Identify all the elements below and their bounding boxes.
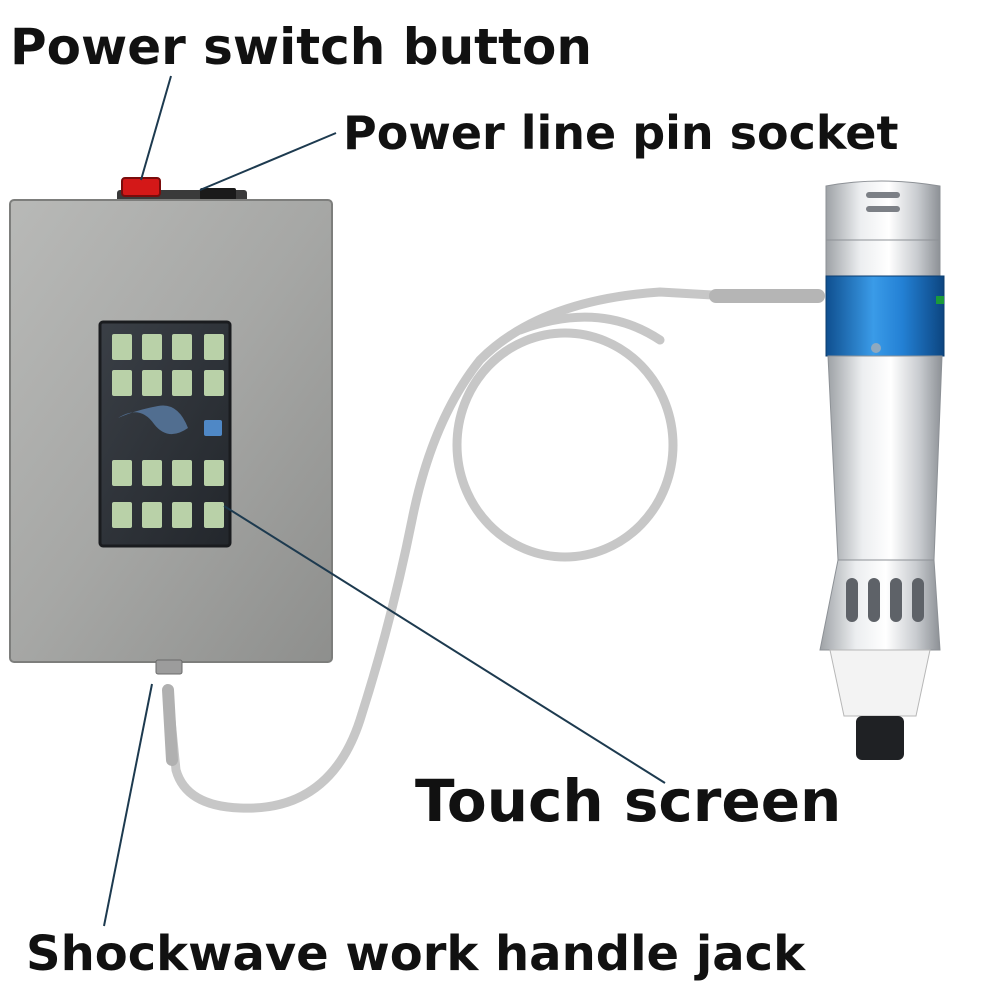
- touch-screen-label: Touch screen: [415, 767, 842, 835]
- screen-key: [142, 334, 162, 360]
- screen-key: [172, 334, 192, 360]
- screen-key: [112, 502, 132, 528]
- handle-jack-icon[interactable]: [155, 659, 183, 675]
- power-socket-label: Power line pin socket: [343, 106, 899, 160]
- control-box: [9, 177, 333, 675]
- screen-key: [112, 334, 132, 360]
- screen-blue-key: [204, 420, 222, 436]
- screen-key: [172, 460, 192, 486]
- body-figure-icon: [118, 405, 188, 435]
- screen-key: [204, 460, 224, 486]
- screen-key: [142, 502, 162, 528]
- screen-key: [112, 370, 132, 396]
- screen-key: [142, 460, 162, 486]
- touch-screen[interactable]: [98, 320, 232, 548]
- screen-key: [142, 370, 162, 396]
- screen-key: [204, 334, 224, 360]
- leader-lines: [103, 75, 666, 927]
- shockwave-handpiece: [819, 180, 945, 760]
- screen-key: [204, 502, 224, 528]
- handle-cable: [162, 287, 825, 813]
- handle-tip: [856, 716, 904, 760]
- screen-key-grid: [112, 334, 224, 528]
- handle-blue-ring: [825, 275, 945, 357]
- screen-key: [112, 460, 132, 486]
- power-switch-label: Power switch button: [10, 18, 592, 76]
- handle-jack-label: Shockwave work handle jack: [26, 926, 806, 982]
- screen-key: [172, 502, 192, 528]
- screen-key: [172, 370, 192, 396]
- screen-key: [204, 370, 224, 396]
- power-switch-icon[interactable]: [121, 177, 161, 197]
- power-socket-icon: [200, 188, 236, 200]
